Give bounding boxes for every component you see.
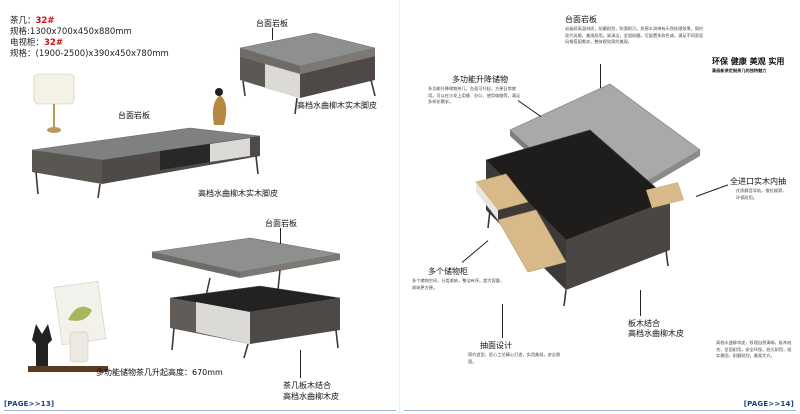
material-label-1: 高档水曲柳木实木脚皮 (297, 101, 377, 110)
tea-model: 32# (35, 16, 55, 26)
footer-rule (404, 410, 796, 411)
tv-stand-image (31, 73, 261, 199)
callout-line (300, 350, 301, 378)
callout-line (272, 28, 273, 40)
frame-label-1: 茶几板木结合 (283, 381, 331, 390)
exploded-table-image (475, 83, 701, 307)
top-slab-label-1: 台面岩板 (256, 19, 288, 28)
rail-paragraph: 优质静音导轨，推拉顺滑，环保耐用。 (736, 188, 787, 200)
decor-image (28, 280, 108, 372)
callout-line (640, 290, 641, 316)
callout-line (280, 228, 281, 244)
tv-size: 规格：(1900-2500)x390x450x780mm (10, 49, 169, 59)
top-slab-paragraph: 岩板耐高温材质，耐磨耐刮，防滑耐污。质感丰润带有天然纹理效果，简约现代风格，美观… (565, 26, 704, 44)
top-slab-label-3: 台面岩板 (265, 219, 297, 228)
eco-sub: 高级新茶定制茶几的独特魅力 (712, 68, 767, 73)
storage-paragraph: 多个储物空间，分类收纳，整洁有序。超大容量，收纳更方便。 (412, 278, 505, 290)
rail-label: 全进口实木内抽 (730, 177, 786, 186)
spec-block: 茶几：32# 规格:1300x700x450x880mm 电视柜：32# 规格：… (10, 16, 169, 60)
drawer-label: 抽面设计 (480, 341, 512, 350)
tv-model: 32# (44, 38, 63, 48)
top-slab-label: 台面岩板 (565, 15, 597, 24)
page-number-left[interactable]: [PAGE>>13] (4, 400, 55, 408)
page-number-right[interactable]: [PAGE>>14] (743, 400, 794, 408)
right-page: 台面岩板 岩板耐高温材质，耐磨耐刮，防滑耐污。质感丰润带有天然纹理效果，简约现代… (400, 0, 800, 414)
callout-line (502, 304, 503, 338)
board-sub: 高档水曲柳木皮 (628, 329, 684, 338)
board-label: 板木结合 (628, 319, 660, 328)
coffee-table-image (239, 32, 376, 115)
left-page: 茶几：32# 规格:1300x700x450x880mm 电视柜：32# 规格：… (4, 16, 396, 411)
footer-rule (4, 410, 396, 411)
tea-size: 规格:1300x700x450x880mm (10, 27, 132, 37)
callout-line (600, 64, 601, 88)
multi-lift-paragraph: 多功能升降储物茶几，台面可升起，方便日常使用。可以在沙发上用餐、办公、使用电脑等… (428, 86, 521, 104)
tea-label: 茶几： (10, 16, 36, 26)
lift-caption: 多功能储物茶几升起高度：670mm (96, 368, 223, 377)
storage-label: 多个储物柜 (428, 267, 468, 276)
frame-label-2: 高档水曲柳木皮 (283, 392, 339, 401)
multi-lift-label: 多功能升降储物 (452, 75, 508, 84)
eco-label: 环保 健康 美观 实用 (712, 57, 785, 66)
board-paragraph: 高档水曲柳木皮，纹理自然清晰，板木结合，坚固耐用，安全环保，经久耐用，结实稳固，… (716, 340, 792, 358)
material-label-2: 高档水曲柳木实木脚皮 (198, 189, 278, 198)
tv-label: 电视柜： (10, 38, 45, 48)
top-slab-label-2: 台面岩板 (118, 111, 150, 120)
drawer-paragraph: 简约造型，匠心工艺精心打造，实用美观，安全稳固。 (468, 352, 561, 364)
lift-table-image (151, 237, 341, 359)
